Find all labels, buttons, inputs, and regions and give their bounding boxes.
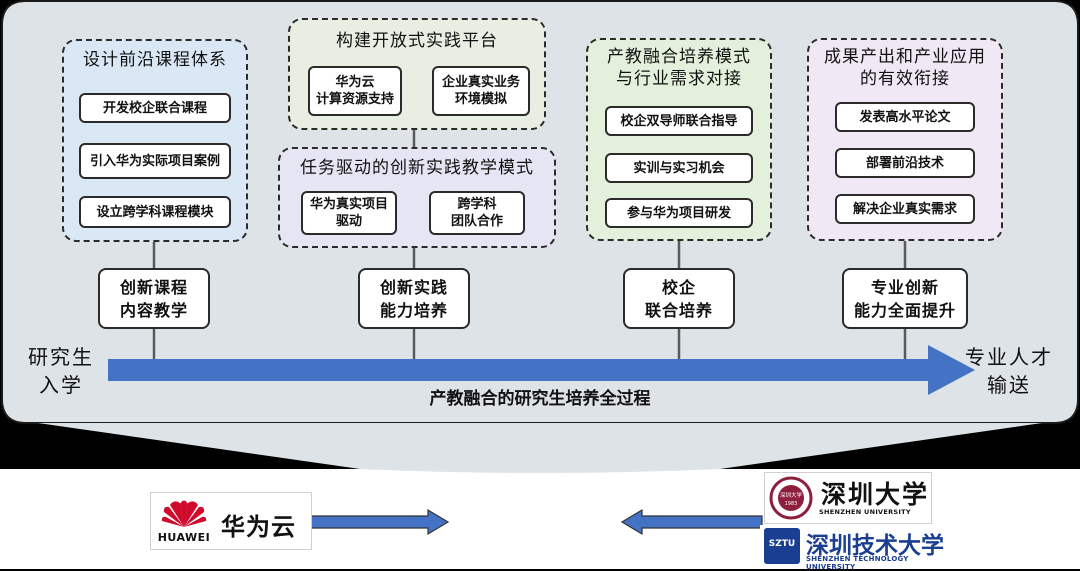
industry-panel: 产教融合培养模式 与行业需求对接 校企双导师联合指导 实训与实习机会 参与华为项… — [586, 38, 772, 241]
huawei-arrow — [307, 508, 450, 536]
output-panel: 成果产出和产业应用 的有效衔接 发表高水平论文 部署前沿技术 解决企业真实需求 — [807, 38, 1003, 241]
stage-practice: 创新实践 能力培养 — [358, 268, 470, 329]
sztu-logo: SZTU 深圳技术大学 SHENZHEN TECHNOLOGY UNIVERSI… — [760, 525, 946, 571]
connectors — [152, 128, 907, 360]
stage-curriculum: 创新课程 内容教学 — [98, 268, 210, 329]
szu-seal-year: 1983 — [785, 501, 798, 507]
sztu-badge: SZTU — [764, 528, 800, 564]
huawei-logo: HUAWEI 华为云 — [150, 492, 312, 550]
sztu-english: SHENZHEN TECHNOLOGY UNIVERSITY — [806, 555, 909, 571]
output-title: 成果产出和产业应用 的有效衔接 — [824, 47, 986, 89]
timeline-caption: 产教融合的研究生培养全过程 — [429, 389, 651, 409]
funnel-bottom — [360, 469, 720, 473]
platform-panel: 构建开放式实践平台 华为云 计算资源支持 企业真实业务 环境模拟 — [288, 18, 546, 130]
stage-capability: 专业创新 能力全面提升 — [842, 268, 968, 329]
output-item-papers: 发表高水平论文 — [835, 102, 975, 132]
stage-joint-training: 校企 联合培养 — [623, 268, 735, 329]
huawei-cloud-text: 华为云 — [221, 513, 296, 541]
timeline-start-label: 研究生 入学 — [28, 345, 94, 397]
funnel — [38, 423, 1042, 469]
timeline-end-label: 专业人才 输送 — [965, 345, 1053, 397]
sztu-badge-text: SZTU — [768, 539, 796, 549]
platform-item-cloud: 华为云 计算资源支持 — [308, 66, 402, 116]
platform-item-business-env: 企业真实业务 环境模拟 — [432, 66, 530, 116]
industry-item-dual-mentors: 校企双导师联合指导 — [605, 106, 753, 136]
teaching-panel: 任务驱动的创新实践教学模式 华为真实项目 驱动 跨学科 团队合作 — [278, 147, 556, 248]
szu-name: 深圳大学 — [821, 480, 930, 509]
output-item-enterprise-needs: 解决企业真实需求 — [835, 194, 975, 224]
curriculum-item-interdisciplinary: 设立跨学科课程模块 — [79, 196, 231, 228]
platform-title: 构建开放式实践平台 — [336, 31, 498, 51]
teaching-item-teamwork: 跨学科 团队合作 — [429, 191, 525, 235]
szu-seal-icon: 深圳大学 1983 — [769, 476, 813, 520]
szu-seal-text: 深圳大学 — [780, 491, 803, 499]
teaching-item-huawei-projects: 华为真实项目 驱动 — [301, 191, 397, 235]
output-item-tech-deployment: 部署前沿技术 — [835, 148, 975, 178]
university-arrow — [620, 508, 763, 536]
sztu-name: 深圳技术大学 — [806, 533, 944, 559]
industry-title: 产教融合培养模式 与行业需求对接 — [607, 47, 751, 89]
szu-english: SHENZHEN UNIVERSITY — [819, 508, 911, 516]
industry-item-huawei-rnd: 参与华为项目研发 — [605, 198, 753, 228]
curriculum-item-joint-courses: 开发校企联合课程 — [79, 93, 231, 123]
szu-logo: 深圳大学 1983 深圳大学 SHENZHEN UNIVERSITY — [764, 472, 932, 524]
huawei-petal-icon — [161, 500, 207, 527]
industry-item-internships: 实训与实习机会 — [605, 153, 753, 183]
curriculum-title: 设计前沿课程体系 — [83, 50, 227, 70]
curriculum-item-huawei-cases: 引入华为实际项目案例 — [79, 143, 231, 179]
huawei-brand-text: HUAWEI — [157, 531, 211, 544]
teaching-title: 任务驱动的创新实践教学模式 — [300, 158, 534, 178]
timeline-arrow — [108, 345, 975, 395]
curriculum-panel: 设计前沿课程体系 开发校企联合课程 引入华为实际项目案例 设立跨学科课程模块 — [62, 39, 248, 242]
